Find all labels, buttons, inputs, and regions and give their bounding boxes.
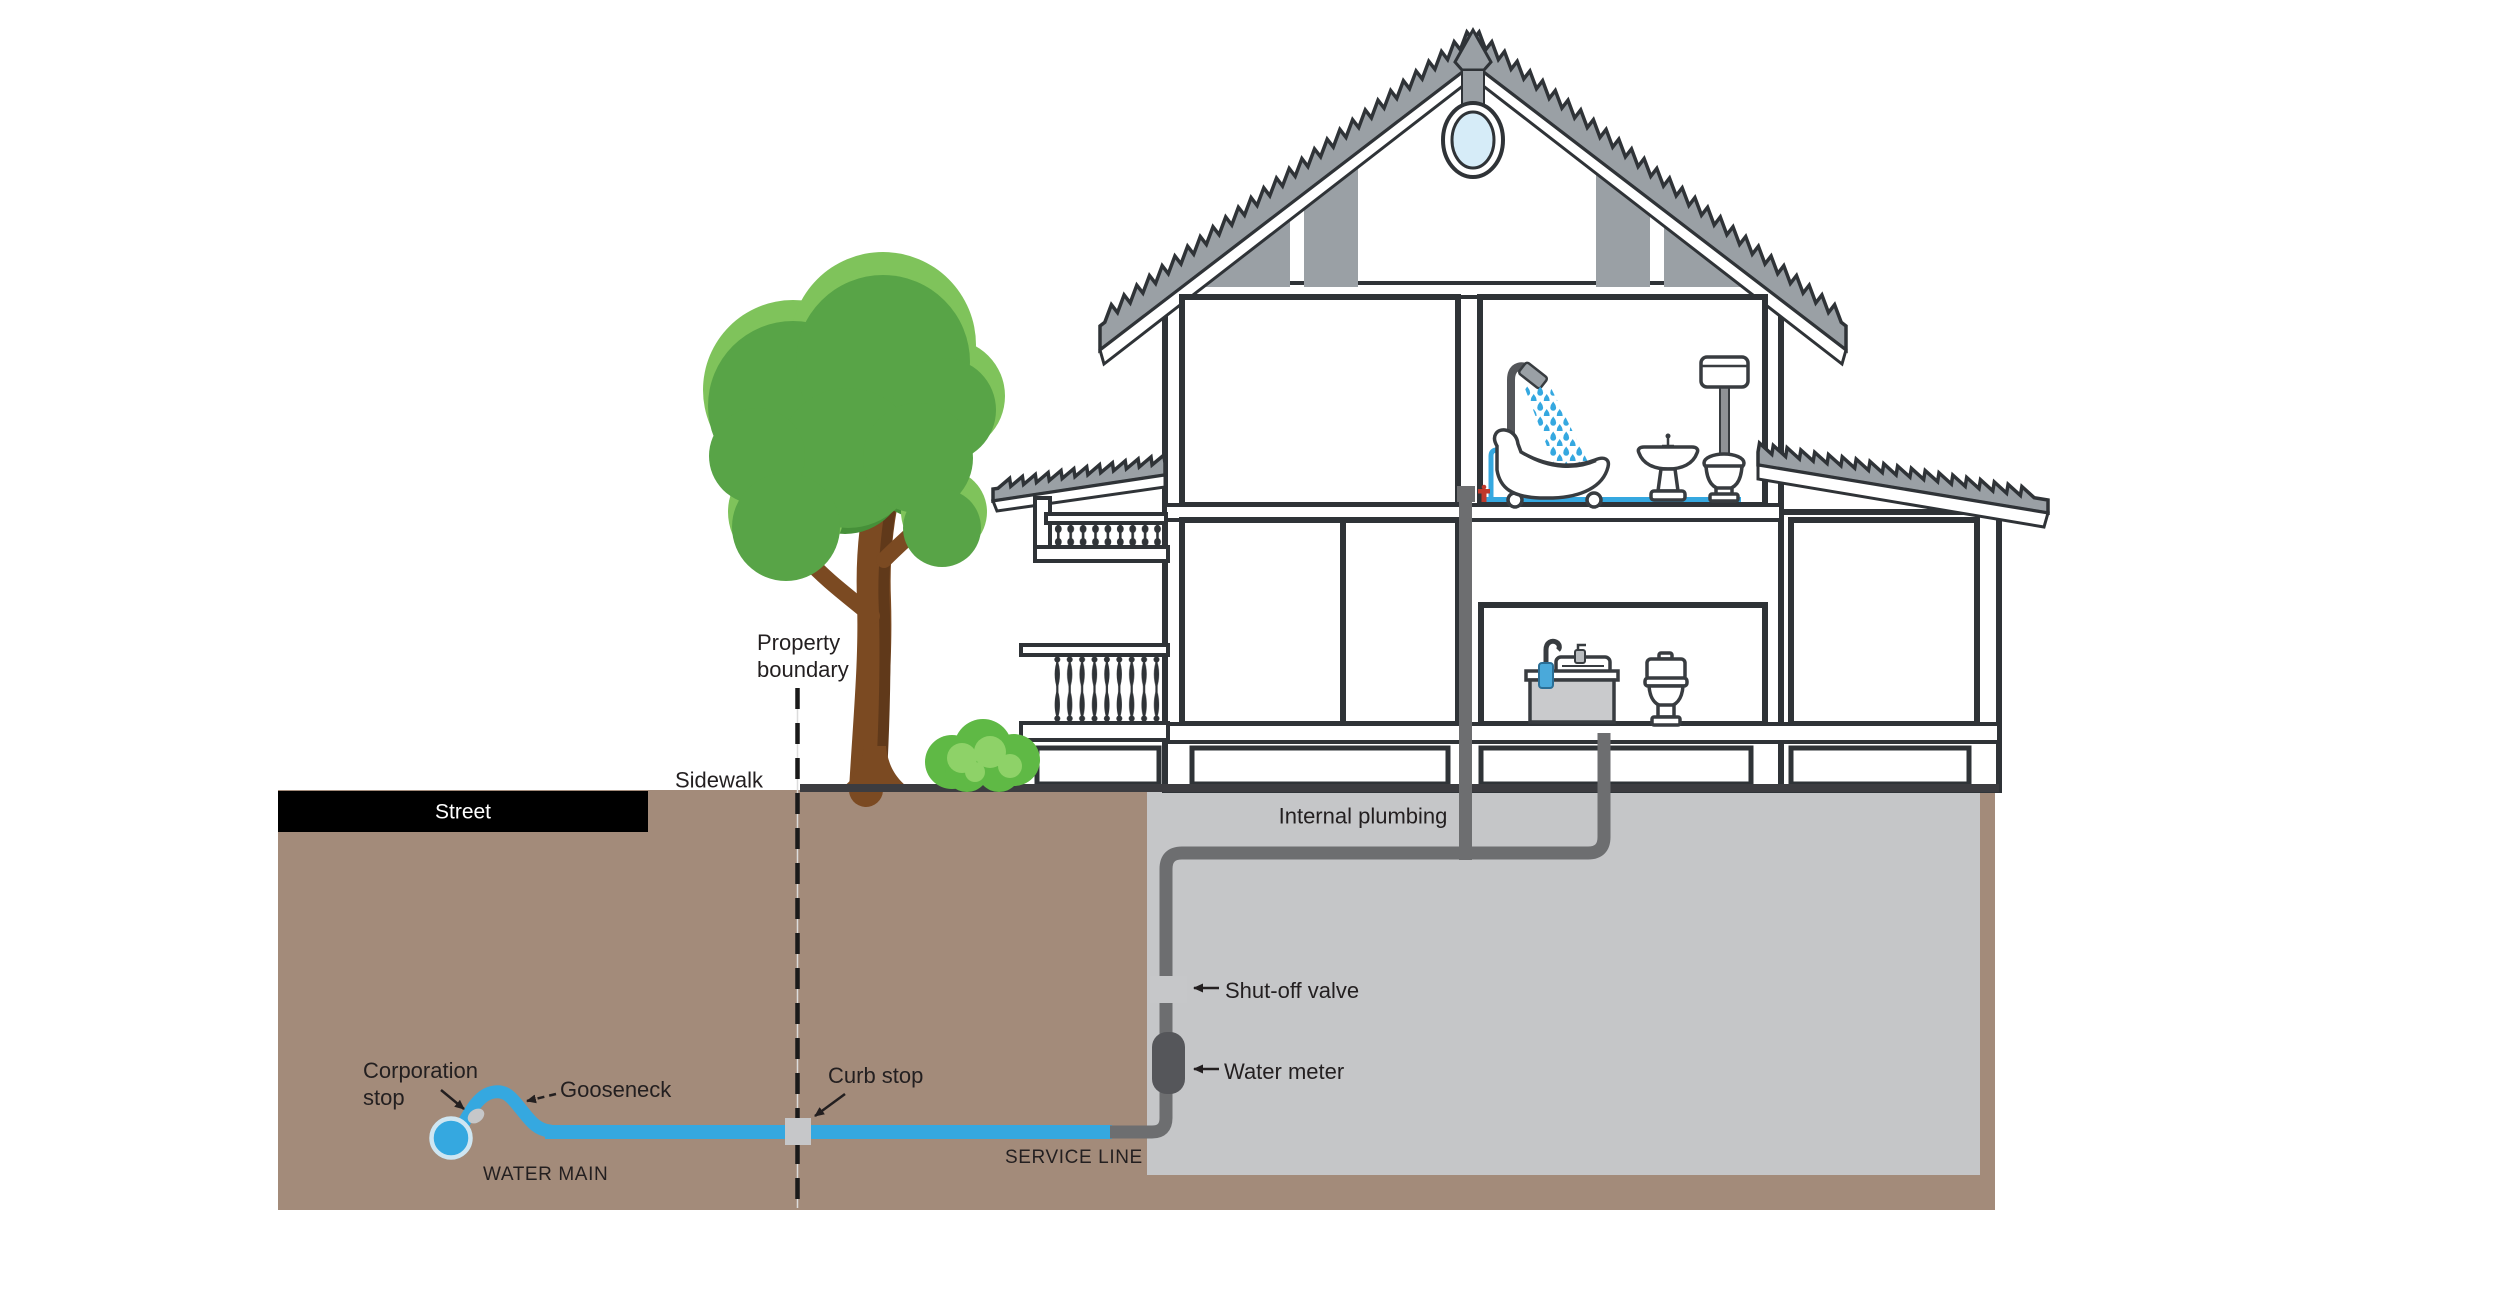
lower-balcony-slab: [1019, 721, 1170, 742]
riser-top-fitting: [1457, 486, 1475, 502]
upper-balcony-slab: [1033, 545, 1170, 563]
second-floor-toilet: [1643, 651, 1689, 727]
street-band: [278, 791, 648, 832]
corporation-stop-fitting: [467, 1108, 485, 1124]
internal-plumbing-pipes: [785, 486, 1611, 1145]
roof-right-slope: [1471, 28, 1848, 354]
roof-ridge-cap: [1453, 26, 1493, 72]
blue-cup: [1538, 662, 1554, 689]
attic-left-room: [1179, 294, 1461, 508]
second-floor-fixtures: [1524, 638, 1689, 727]
attic-bathroom-fixtures: [1478, 355, 1750, 509]
foundation-panel-1: [1189, 745, 1451, 787]
curb-stop-body: [785, 1118, 811, 1145]
shower-head: [1518, 361, 1548, 390]
second-floor-room-1: [1179, 517, 1346, 727]
ground-line: [800, 784, 1999, 792]
upper-balcony-rail: [1044, 512, 1168, 525]
second-floor-room-2: [1340, 517, 1461, 727]
soap-pump: [1574, 649, 1586, 664]
shut-off-valve-body: [1150, 976, 1187, 1003]
water-main-assembly: [429, 1085, 1112, 1160]
water-main-pipe-section: [429, 1116, 473, 1160]
tree: [703, 252, 1005, 807]
red-stop-valve: [1478, 484, 1490, 502]
left-awning-roof: [991, 451, 1167, 504]
attic-round-window: [1450, 110, 1496, 170]
clawfoot-bathtub: [1492, 428, 1611, 509]
shower-spray: [1524, 386, 1592, 470]
right-wing-roof-fascia: [1756, 463, 2050, 529]
bush: [925, 719, 1040, 792]
foundation-panel-3: [1788, 745, 1972, 787]
service-to-basement-pipe: [1110, 733, 1611, 1139]
upper-balcony-balusters: [1052, 524, 1162, 547]
attic-pedestal-sink: [1636, 433, 1700, 502]
corporation-stop-arrow: [440, 1089, 465, 1110]
lower-balcony-balusters: [1051, 656, 1163, 722]
right-wing-roof: [1756, 439, 2050, 516]
foundation-panel-balcony: [1034, 745, 1162, 787]
gooseneck-pipe: [455, 1085, 557, 1138]
annotation-arrows: [440, 983, 1219, 1118]
cabinet-sink: [1524, 638, 1620, 724]
house: [990, 26, 2050, 793]
water-meter-body: [1152, 1032, 1185, 1094]
roof-left-slope: [1098, 28, 1475, 354]
second-floor-bathroom: [1478, 602, 1768, 727]
lower-balcony-rail: [1019, 643, 1170, 657]
foundation-panel-2: [1478, 745, 1754, 787]
right-wing-room: [1788, 517, 1980, 727]
tree-canopy: [703, 252, 1005, 581]
gooseneck-arrow: [526, 1092, 557, 1104]
ground-floor-slab: [1163, 722, 2001, 744]
attic-high-tank-toilet: [1699, 355, 1750, 503]
curb-stop-arrow: [814, 1092, 846, 1118]
